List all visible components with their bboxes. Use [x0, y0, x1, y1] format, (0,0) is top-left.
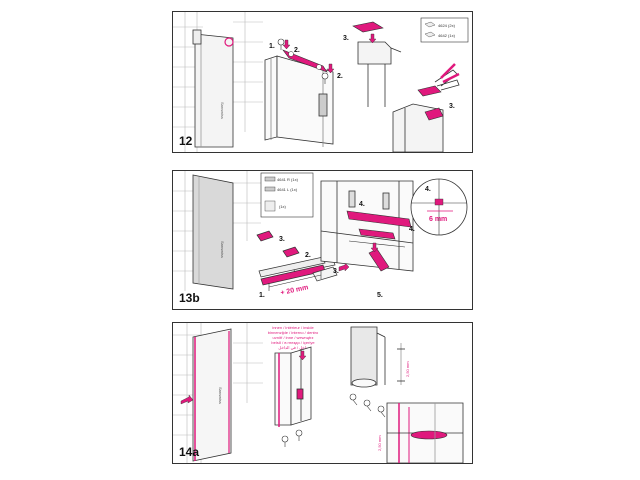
door-brand-label: Sanswiss — [220, 102, 225, 119]
legend-4624: 4624 (2x) — [438, 23, 456, 28]
arrow-icons — [282, 39, 335, 74]
screw-icons — [277, 38, 329, 84]
step-number: 14a — [179, 445, 200, 459]
mark-5: 5. — [377, 292, 383, 299]
inside-line-3: uvnitř / inne / wewnątrz — [273, 335, 314, 340]
step-number: 12 — [179, 134, 193, 148]
detail-callout — [410, 178, 468, 236]
pink-seal-strip — [346, 210, 412, 248]
mark-2: 2. — [305, 252, 311, 259]
mark-4-a: 4. — [359, 201, 365, 208]
shower-door — [192, 29, 234, 148]
top-profile-detail — [264, 55, 334, 147]
mark-2-a: 2. — [294, 47, 300, 54]
tile-wall — [173, 171, 261, 291]
profile-bottom-detail — [386, 402, 464, 463]
screw-icons — [281, 429, 303, 447]
measure-label: + 20 mm — [280, 284, 309, 297]
door-brand-label: Sanswiss — [218, 387, 223, 404]
part-4641-l: 4641 L (1x) — [277, 187, 298, 192]
inside-line-4: belső / в гнездо / içeriye — [271, 340, 315, 345]
step-13b-illustration: Sanswiss 4641 R (1x) 4641 L (1x) (1x) — [173, 171, 468, 299]
mark-3-a: 3. — [343, 35, 349, 42]
measure-line — [268, 271, 322, 291]
inside-text-block: innen / intérieur / inside binnenzijde /… — [268, 325, 319, 350]
mark-3-b: 3. — [333, 268, 339, 275]
dimension-a: 2,50 mm — [405, 361, 410, 377]
pliers-icon — [440, 63, 460, 84]
step-14a-panel: Sanswiss innen / intérieur / inside binn… — [172, 322, 473, 464]
profile-left-detail — [274, 346, 312, 427]
hand-press-icon — [368, 242, 390, 272]
tile-wall — [173, 12, 263, 152]
step-13b-panel: Sanswiss 4641 R (1x) 4641 L (1x) (1x) — [172, 170, 473, 310]
step-12-illustration: Sanswiss 1. 2. 2. — [173, 12, 469, 152]
part-seal: (1x) — [279, 204, 287, 209]
mark-1: 1. — [259, 292, 265, 299]
mark-4-b: 4. — [409, 226, 415, 233]
step-number: 13b — [179, 291, 200, 305]
door-bottom-detail — [320, 180, 414, 272]
top-cap-detail — [352, 21, 402, 107]
arrow-icons — [180, 394, 194, 405]
detail-mark-4: 4. — [425, 186, 431, 193]
mark-3-a: 3. — [279, 236, 285, 243]
door-brand-label: Sanswiss — [220, 241, 225, 258]
legend-4642: 4642 (1x) — [438, 33, 456, 38]
parts-list — [260, 172, 314, 218]
pink-clip-part — [282, 49, 328, 73]
step-14a-illustration: Sanswiss innen / intérieur / inside binn… — [173, 323, 464, 463]
shower-door — [192, 174, 234, 290]
inside-line-1: innen / intérieur / inside — [272, 325, 314, 330]
inside-line-2: binnenzijde / interno / dentro — [268, 330, 319, 335]
part-4641-r: 4641 R (1x) — [277, 177, 299, 182]
mark-1: 1. — [269, 43, 275, 50]
dimension-b: 2,50 mm — [377, 435, 382, 451]
pliers-detail — [392, 69, 460, 152]
profile-middle-detail — [350, 326, 405, 388]
shower-door — [192, 328, 232, 462]
inside-line-5: داخل / في الداخل — [278, 345, 307, 350]
part-legend — [420, 17, 469, 43]
step-12-panel: Sanswiss 1. 2. 2. — [172, 11, 473, 153]
detail-gap-label: 6 mm — [429, 216, 447, 223]
mark-2-b: 2. — [337, 73, 343, 80]
bottom-rail-assembly — [256, 230, 338, 286]
mark-3-b: 3. — [449, 103, 455, 110]
